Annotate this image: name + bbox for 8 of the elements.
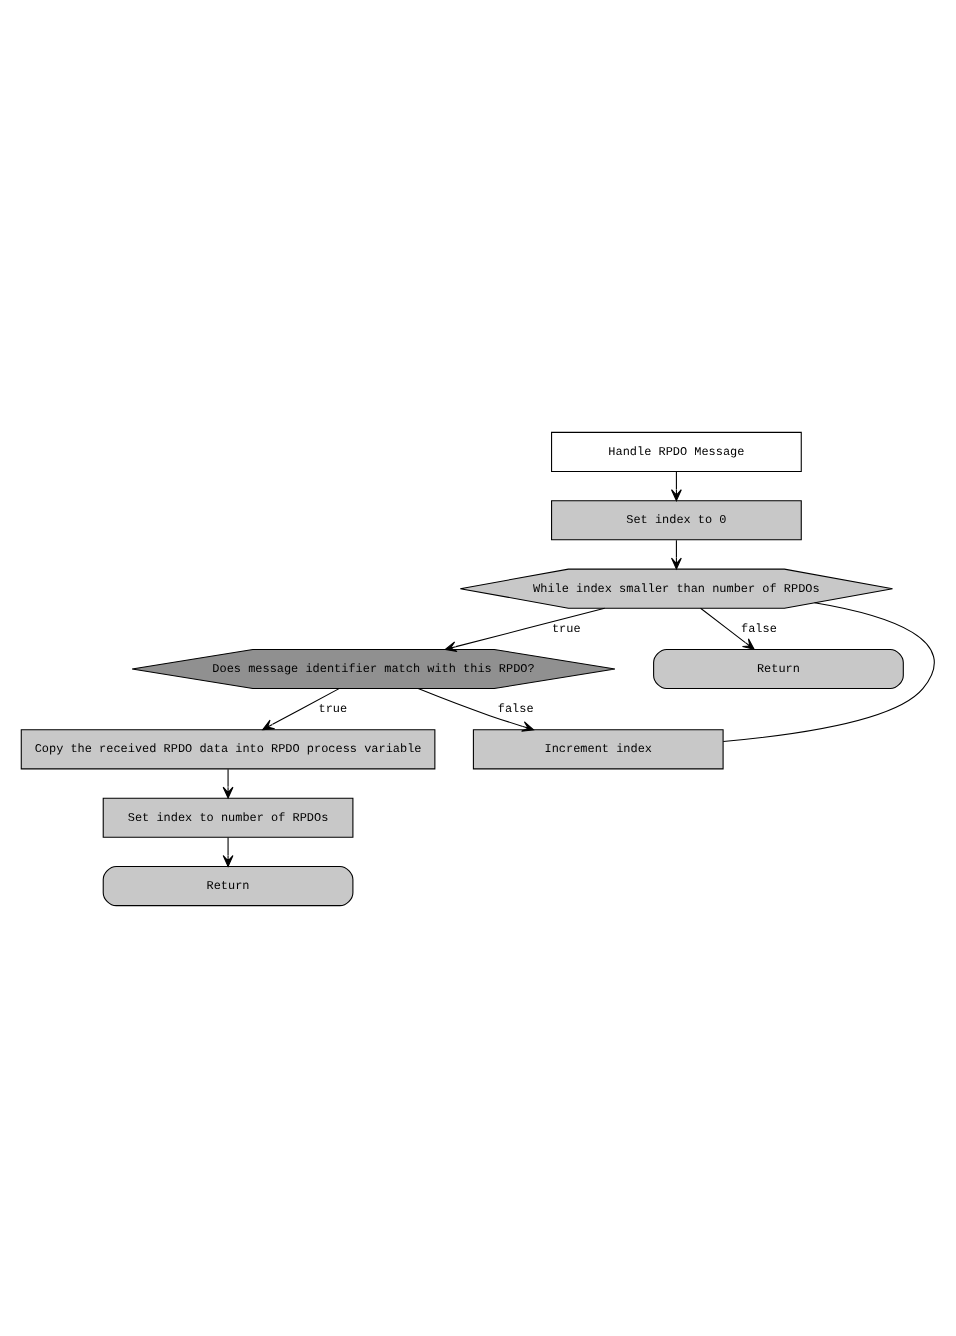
arrow: [222, 767, 234, 798]
connector: [722, 601, 935, 741]
arrow: [262, 687, 340, 730]
arrow: [417, 687, 534, 731]
arrow: [700, 606, 755, 649]
arrow: [671, 538, 682, 569]
arrow: [444, 606, 606, 651]
arrow: [222, 836, 234, 866]
